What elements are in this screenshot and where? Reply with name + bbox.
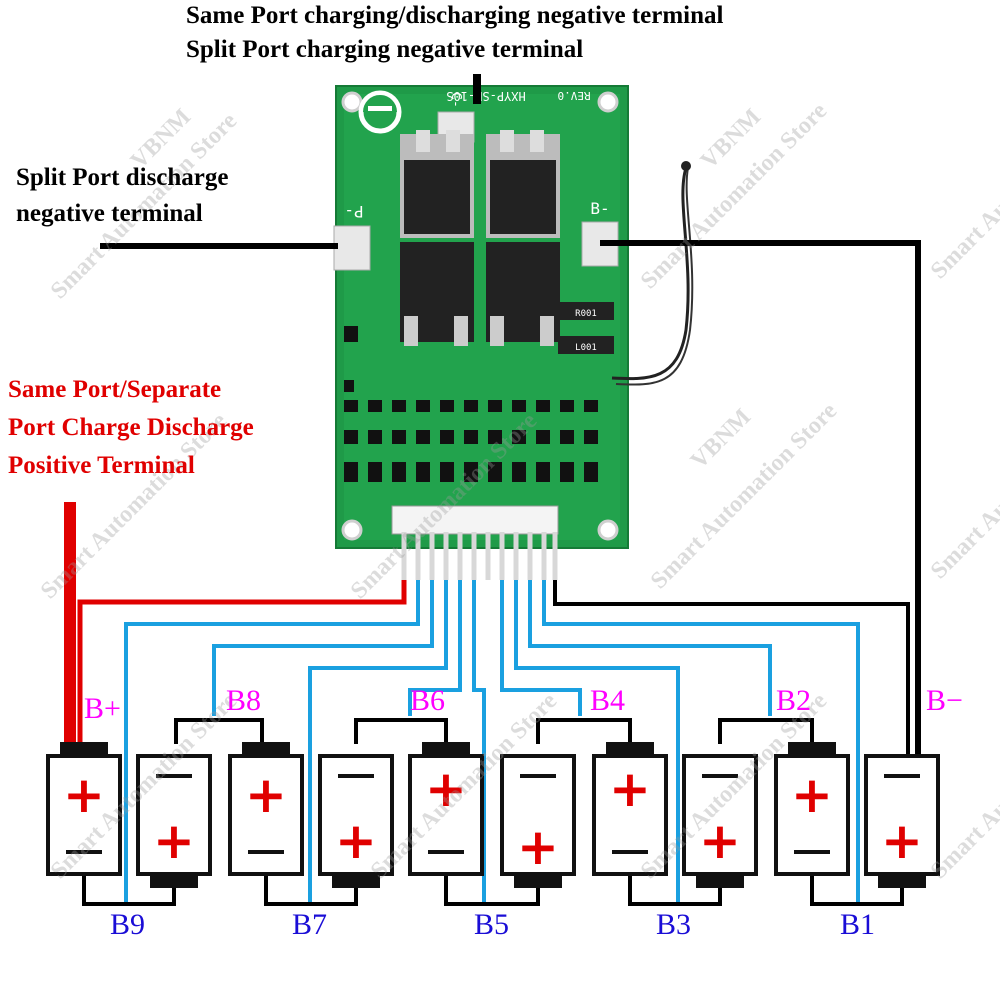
wire-b-plus-main [64, 502, 76, 746]
cell-links-top [174, 718, 814, 744]
label-positive-line1: Same Port/Separate [8, 376, 222, 403]
node-label-b9: B9 [110, 908, 146, 941]
label-negative-terminal: negative terminal [16, 200, 203, 227]
cell-links-bottom [82, 874, 904, 906]
resistor-1-label: R001 [575, 309, 597, 319]
watermark-brand: VBNM [686, 404, 756, 474]
svg-text:+: + [425, 760, 467, 818]
battery-cell-icon: + [136, 754, 212, 888]
battery-cell-icon: + [774, 742, 850, 876]
board-logo-icon [358, 90, 402, 134]
shunt-resistor-2 [558, 336, 614, 354]
battery-cell-icon: + [46, 742, 122, 876]
component-rows [344, 326, 598, 482]
svg-text:+: + [881, 812, 923, 870]
wire-b8 [212, 532, 434, 716]
node-label-b1: B1 [840, 908, 876, 941]
mount-hole-br [597, 519, 619, 541]
node-label-b7: B7 [292, 908, 328, 941]
battery-cells: + + + + + [46, 742, 940, 888]
label-same-port-negative: Same Port charging/discharging negative … [186, 2, 724, 29]
wire-b6 [408, 532, 462, 716]
node-label-b2: B2 [776, 684, 812, 717]
svg-text:+: + [609, 760, 651, 818]
resistor-2-label: L001 [575, 343, 597, 353]
svg-text:+: + [699, 812, 741, 870]
wire-b4 [500, 532, 582, 716]
mount-hole-tr [597, 91, 619, 113]
svg-text:+: + [517, 818, 559, 876]
mosfet-icon [400, 130, 560, 346]
watermark-store: Smart Automation Store [926, 388, 1000, 584]
battery-cell-icon: + [864, 754, 940, 888]
label-split-port-charging-negative: Split Port charging negative terminal [186, 36, 584, 63]
label-split-port-discharge: Split Port discharge [16, 164, 229, 191]
shunt-resistor-1 [558, 302, 614, 320]
thermistor-icon [611, 161, 694, 386]
node-label-b3: B3 [656, 908, 692, 941]
watermark-store: Smart Automation Store [926, 88, 1000, 284]
pad-p-minus [333, 225, 371, 271]
pad-c-label: C- [448, 92, 463, 108]
battery-cell-icon: + [408, 742, 484, 876]
mount-hole-bl [341, 519, 363, 541]
battery-cell-icon: + [318, 754, 394, 888]
node-label-b8: B8 [226, 684, 262, 717]
wire-b7 [308, 532, 448, 904]
svg-text:+: + [153, 812, 195, 870]
node-label-b-plus: B+ [84, 692, 121, 725]
battery-cell-icon: + [500, 754, 576, 888]
node-label-b6: B6 [410, 684, 446, 717]
bms-board [333, 85, 629, 549]
board-rev-text: REV.0 [557, 89, 590, 102]
label-positive-line3: Positive Terminal [8, 452, 195, 479]
board-model-text: HXYP-SH-10S [446, 89, 525, 103]
svg-text:+: + [63, 766, 105, 824]
pad-p-label: P- [344, 202, 363, 221]
wire-b2 [528, 532, 772, 716]
node-label-b-minus: B− [926, 684, 963, 717]
wire-b-minus-main [600, 240, 921, 758]
mount-hole-tl [341, 91, 363, 113]
label-positive-line2: Port Charge Discharge [8, 414, 254, 441]
svg-text:+: + [335, 812, 377, 870]
svg-text:+: + [791, 766, 833, 824]
battery-cell-icon: + [592, 742, 668, 876]
svg-text:+: + [245, 766, 287, 824]
wire-b3 [514, 532, 680, 904]
pad-b-label: B- [590, 199, 609, 218]
connector-pins [401, 532, 558, 580]
node-label-b5: B5 [474, 908, 510, 941]
battery-cell-icon: + [682, 754, 758, 888]
node-label-b4: B4 [590, 684, 626, 717]
battery-cell-icon: + [228, 742, 304, 876]
